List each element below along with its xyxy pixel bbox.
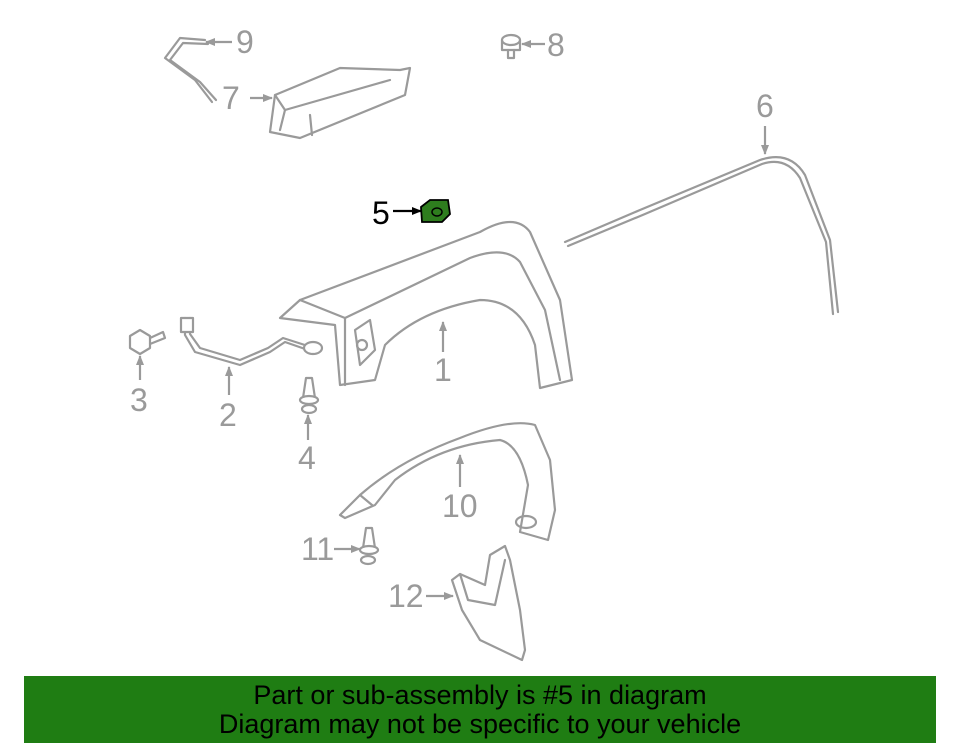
part-2-strap[interactable]: [179, 316, 324, 367]
part-6-molding[interactable]: [563, 156, 840, 316]
callout-9[interactable]: 9: [236, 24, 254, 60]
part-8-plug[interactable]: [500, 33, 522, 60]
part-7-cover[interactable]: [268, 66, 412, 140]
callout-4[interactable]: 4: [298, 440, 316, 476]
callout-10[interactable]: 10: [442, 488, 478, 524]
callout-8[interactable]: 8: [547, 27, 565, 63]
callout-11[interactable]: 11: [301, 531, 334, 567]
callout-6[interactable]: 6: [756, 88, 774, 124]
part-10-flare[interactable]: [338, 422, 557, 542]
callout-1[interactable]: 1: [434, 352, 452, 388]
banner-line-2: Diagram may not be specific to your vehi…: [218, 708, 742, 739]
part-11-pushpin[interactable]: [358, 526, 380, 566]
callout-2[interactable]: 2: [219, 397, 237, 433]
callout-5[interactable]: 5: [372, 195, 390, 231]
callout-3[interactable]: 3: [130, 382, 148, 418]
callout-12[interactable]: 12: [388, 578, 424, 614]
part-1-fender[interactable]: [278, 220, 574, 390]
banner-line-1: Part or sub-assembly is #5 in diagram: [253, 679, 707, 710]
part-5-clip[interactable]: [420, 199, 451, 223]
part-9-wire[interactable]: [163, 36, 218, 104]
part-12-mudflap[interactable]: [450, 544, 527, 662]
info-banner: Part or sub-assembly is #5 in diagram Di…: [24, 676, 936, 743]
callout-7[interactable]: 7: [222, 80, 240, 116]
part-3-bolt[interactable]: [128, 328, 167, 356]
part-4-pushpin[interactable]: [298, 376, 320, 415]
